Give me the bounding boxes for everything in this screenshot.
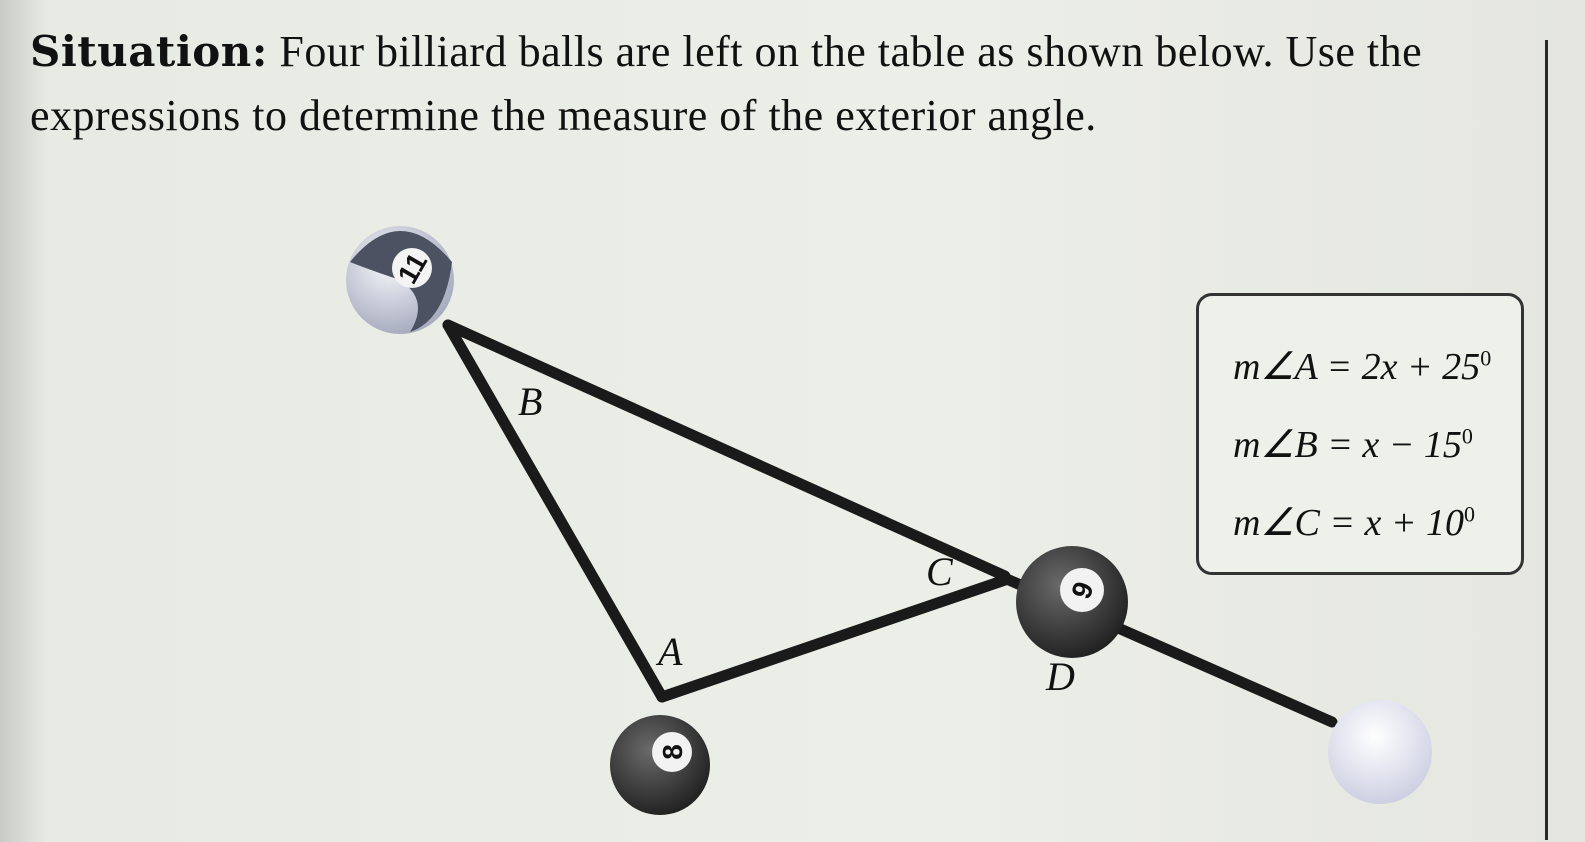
degree-mark: 0 — [1461, 423, 1473, 449]
situation-paragraph: Situation: Four billiard balls are left … — [30, 20, 1540, 148]
vertex-label-d: D — [1045, 654, 1075, 699]
ball-8-number: 8 — [657, 744, 688, 760]
situation-text: Four billiard balls are left on the tabl… — [30, 27, 1423, 140]
ball-11-number-circle — [392, 248, 432, 288]
expression-angle-a-text: m∠A = 2x + 25 — [1233, 346, 1481, 388]
ball-11: 11 — [346, 226, 454, 334]
side-ba — [442, 319, 668, 703]
degree-mark: 0 — [1480, 345, 1492, 371]
expression-angle-c: m∠C = x + 100 — [1233, 500, 1475, 545]
side-bc — [442, 319, 1011, 582]
expression-angle-c-text: m∠C = x + 10 — [1233, 502, 1465, 544]
expressions-box: m∠A = 2x + 250 m∠B = x − 150 m∠C = x + 1… — [1196, 293, 1524, 575]
cue-ball — [1328, 700, 1432, 804]
page-border-line — [1545, 40, 1548, 840]
side-ac — [656, 574, 1011, 703]
vertex-label-c: C — [926, 549, 954, 594]
expression-angle-b: m∠B = x − 150 — [1233, 422, 1473, 467]
ball-8: 8 — [610, 715, 710, 815]
vertex-label-a: A — [655, 629, 683, 674]
vertex-label-b: B — [518, 379, 542, 424]
situation-heading: Situation: — [30, 27, 268, 76]
degree-mark: 0 — [1464, 501, 1476, 527]
expression-angle-a: m∠A = 2x + 250 — [1233, 344, 1491, 389]
ball-9: 9 — [1016, 546, 1128, 658]
expression-angle-b-text: m∠B = x − 15 — [1233, 424, 1462, 466]
